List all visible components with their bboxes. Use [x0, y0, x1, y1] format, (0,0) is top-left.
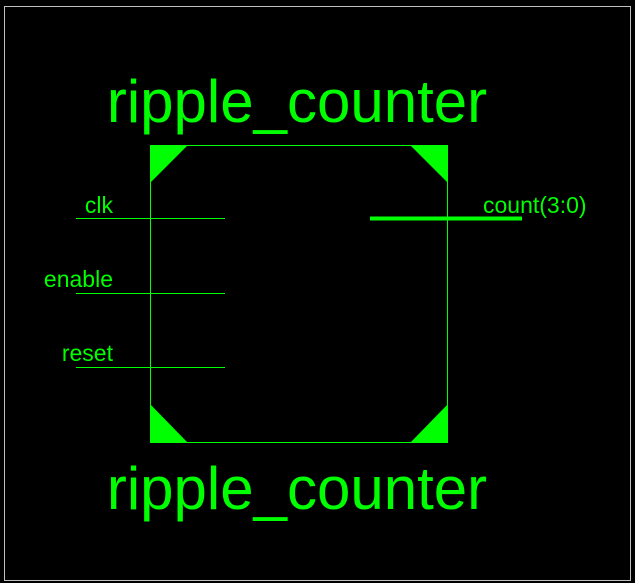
pin-label-reset: reset: [62, 340, 114, 366]
pin-label-enable: enable: [44, 266, 113, 292]
symbol-name-bottom: ripple_counter: [107, 455, 487, 522]
input-pin-reset[interactable]: reset: [62, 340, 225, 368]
corner-marker-bottom-left: [150, 404, 188, 443]
sheet-frame: [4, 6, 631, 581]
input-pin-clk[interactable]: clk: [76, 192, 225, 219]
output-pin-count[interactable]: count(3:0): [370, 192, 587, 221]
pin-label-clk: clk: [85, 192, 114, 218]
corner-marker-top-right: [410, 145, 448, 183]
symbol-body[interactable]: [150, 145, 448, 443]
input-pin-enable[interactable]: enable: [44, 266, 225, 294]
pin-label-count: count(3:0): [483, 192, 587, 218]
symbol-name-top: ripple_counter: [107, 68, 487, 135]
corner-marker-top-left: [150, 145, 188, 183]
corner-marker-bottom-right: [410, 404, 448, 443]
